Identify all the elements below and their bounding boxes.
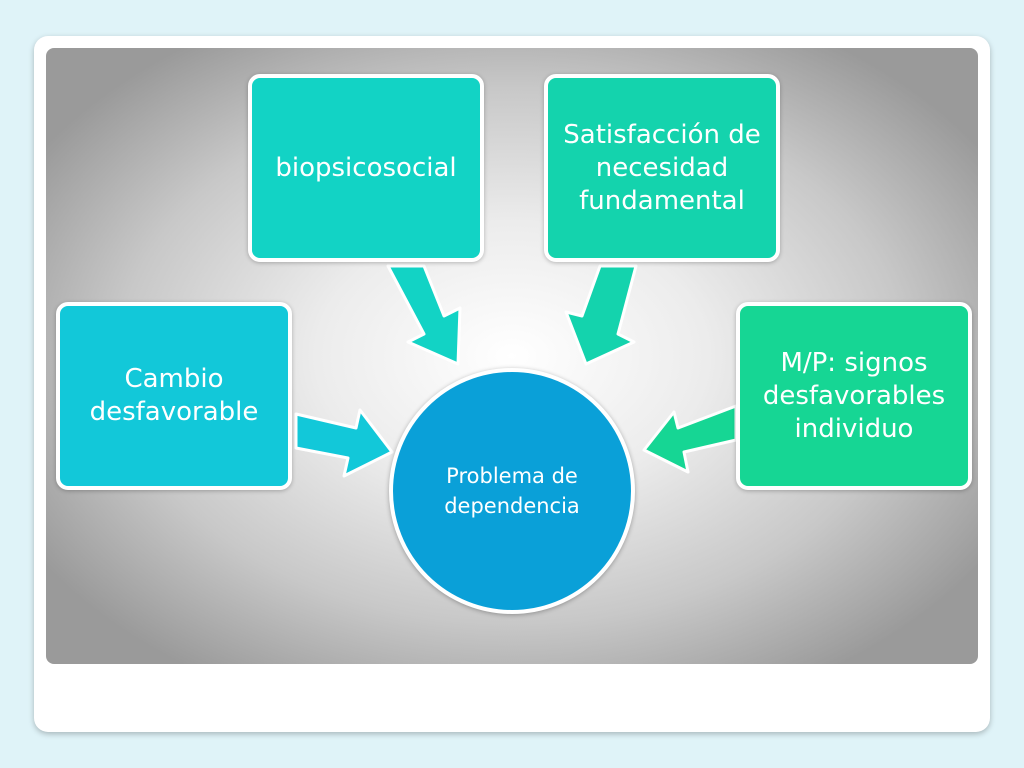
center-node-problema: Problema de dependencia	[389, 368, 635, 614]
arrow-mp-to-center	[642, 404, 738, 474]
node-satisfaccion-label: Satisfacción de necesidad fundamental	[563, 119, 761, 216]
node-mp-signos: M/P: signos desfavorables individuo	[736, 302, 972, 490]
node-biopsicosocial: biopsicosocial	[248, 74, 484, 262]
arrow-sat-to-center	[564, 264, 638, 366]
node-cambio-desfavorable: Cambio desfavorable	[56, 302, 292, 490]
diagram-panel: biopsicosocial Satisfacción de necesidad…	[46, 48, 978, 664]
node-biopsicosocial-label: biopsicosocial	[275, 152, 457, 183]
node-cambio-label: Cambio desfavorable	[89, 364, 259, 427]
arrow-cambio-to-center	[294, 408, 394, 478]
arrows-layer	[294, 264, 738, 478]
slide: biopsicosocial Satisfacción de necesidad…	[34, 36, 990, 732]
arrow-bio-to-center	[386, 264, 462, 366]
node-satisfaccion: Satisfacción de necesidad fundamental	[544, 74, 780, 262]
node-mp-label: M/P: signos desfavorables individuo	[762, 347, 946, 444]
center-node-label: Problema de dependencia	[444, 464, 580, 518]
